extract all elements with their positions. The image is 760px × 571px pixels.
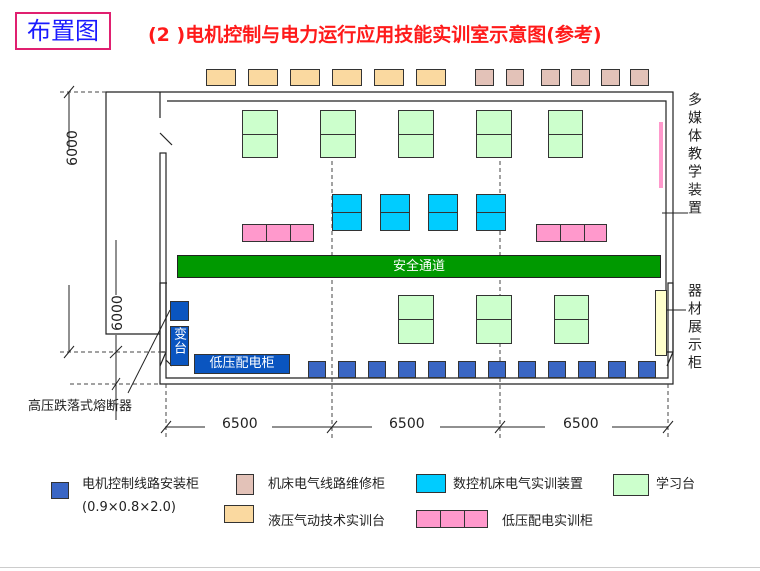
layout-title: 布置图 [15, 12, 111, 50]
motor-control-cabinet [308, 361, 326, 378]
multimedia-screen [659, 122, 663, 188]
study-desk [548, 110, 583, 158]
study-desk [398, 295, 434, 344]
machine-repair-cabinet [601, 69, 620, 86]
legend-label-study-desk: 学习台 [656, 477, 696, 492]
motor-control-cabinet [488, 361, 506, 378]
cnc-training-device [332, 194, 362, 231]
machine-repair-cabinet [506, 69, 524, 86]
bottom-divider [0, 567, 760, 568]
hydraulic-station [332, 69, 362, 86]
cnc-training-device [380, 194, 410, 231]
hydraulic-station [290, 69, 320, 86]
legend-swatch-lv-training [416, 510, 488, 528]
motor-control-cabinet [578, 361, 596, 378]
legend-swatch-machine-repair [236, 474, 254, 495]
motor-control-cabinet [638, 361, 656, 378]
legend-swatch-motor-control [51, 482, 69, 499]
hydraulic-station [374, 69, 404, 86]
cnc-training-device [428, 194, 458, 231]
multimedia-label: 多媒体教学装置 [686, 92, 702, 218]
legend-swatch-hydraulic [224, 505, 254, 523]
legend-note-motor-control: (0.9×0.8×2.0) [82, 500, 176, 515]
machine-repair-cabinet [475, 69, 494, 86]
legend-label-cnc: 数控机床电气实训装置 [453, 477, 584, 492]
safety-corridor: 安全通道 [177, 255, 661, 278]
study-desk [320, 110, 356, 158]
transformer-platform: 变台 [170, 326, 189, 366]
study-desk [476, 295, 512, 344]
hydraulic-station [416, 69, 446, 86]
machine-repair-cabinet [571, 69, 590, 86]
motor-control-cabinet [428, 361, 446, 378]
legend-swatch-study-desk [613, 474, 649, 496]
motor-control-cabinet [518, 361, 536, 378]
legend-label-lv-training: 低压配电实训柜 [502, 514, 594, 529]
motor-control-cabinet [548, 361, 566, 378]
dim-width-3: 6500 [563, 416, 599, 432]
motor-control-cabinet [338, 361, 356, 378]
dim-height-top: 6000 [64, 130, 81, 166]
machine-repair-cabinet [541, 69, 560, 86]
hv-fuse-unit [170, 301, 189, 321]
fuse-label: 高压跌落式熔断器 [28, 399, 133, 414]
cnc-training-device [476, 194, 506, 231]
lv-distribution-cabinet: 低压配电柜 [194, 354, 290, 374]
motor-control-cabinet [458, 361, 476, 378]
dim-height-bottom: 6000 [109, 295, 126, 331]
study-desk [554, 295, 589, 344]
hydraulic-station [206, 69, 236, 86]
dim-width-1: 6500 [222, 416, 258, 432]
diagram-subtitle: (2 )电机控制与电力运行应用技能实训室示意图(参考) [148, 24, 602, 46]
motor-control-cabinet [608, 361, 626, 378]
hydraulic-station [248, 69, 278, 86]
display-cabinet [655, 290, 667, 356]
machine-repair-cabinet [630, 69, 649, 86]
legend-label-machine-repair: 机床电气线路维修柜 [268, 477, 386, 492]
dim-width-2: 6500 [389, 416, 425, 432]
legend-label-motor-control: 电机控制线路安装柜 [82, 477, 200, 492]
motor-control-cabinet [368, 361, 386, 378]
study-desk [398, 110, 434, 158]
display-cabinet-label: 器材展示柜 [686, 283, 702, 373]
legend-label-hydraulic: 液压气动技术实训台 [268, 514, 386, 529]
legend-swatch-cnc [416, 474, 446, 493]
motor-control-cabinet [398, 361, 416, 378]
lv-training-cabinet-group [536, 224, 607, 242]
study-desk [242, 110, 278, 158]
study-desk [476, 110, 512, 158]
lv-training-cabinet-group [242, 224, 314, 242]
